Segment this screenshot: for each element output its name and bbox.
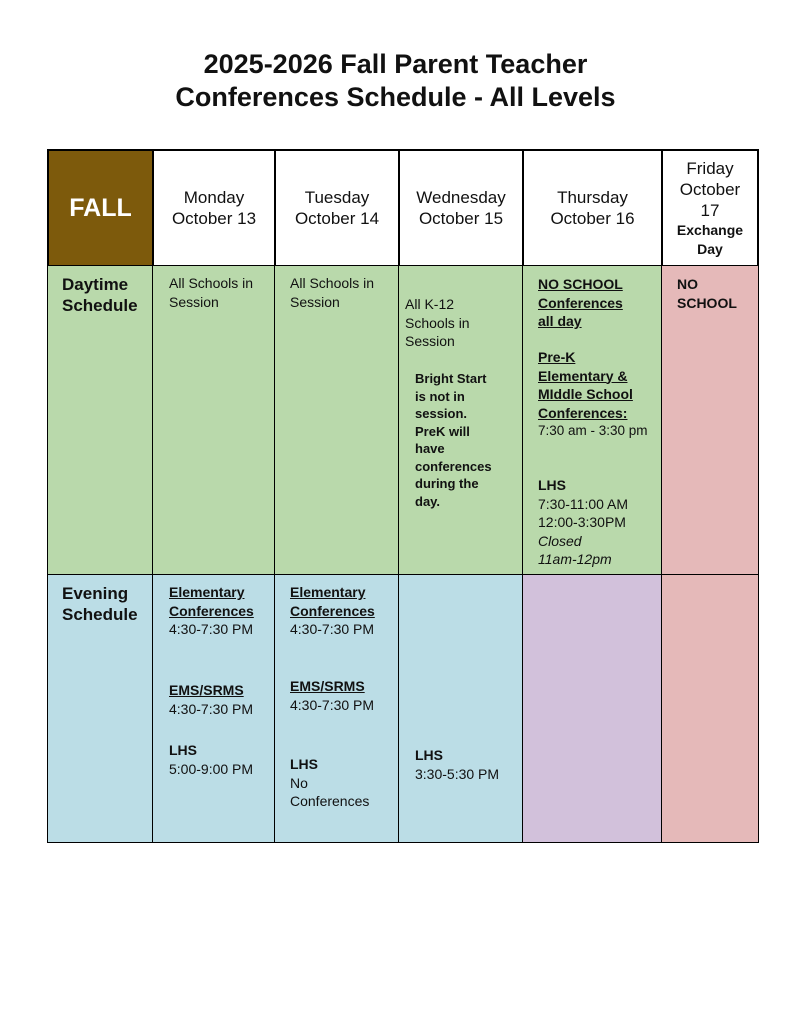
note-line: conferences	[415, 458, 492, 474]
heading-line: EMS/SRMS	[290, 678, 365, 694]
day-date: October 15	[418, 209, 504, 228]
time-text: 4:30-7:30 PM	[290, 696, 375, 713]
daytime-tuesday: All Schools in Session	[274, 265, 400, 576]
day-date-number: 17	[700, 200, 720, 220]
closed-text: Closed	[538, 532, 582, 549]
day-note: Day	[697, 240, 723, 257]
day-date: October 16	[550, 209, 635, 228]
day-name: Monday	[183, 188, 245, 207]
time-text: 7:30-11:00 AM	[538, 495, 629, 512]
prek-block: Pre-K Elementary & MIddle School Confere…	[538, 348, 648, 441]
season-label: FALL	[69, 193, 132, 222]
note-line: during the	[415, 476, 479, 491]
daytime-monday: All Schools in Session	[152, 265, 276, 576]
evening-wednesday: LHS 3:30-5:30 PM	[398, 574, 524, 843]
row-label-line: Daytime	[62, 275, 129, 294]
heading-line: Conferences	[169, 602, 254, 619]
lhs-label: LHS	[290, 756, 318, 772]
note-line: Bright Start	[415, 371, 487, 386]
heading-line: EMS/SRMS	[169, 682, 244, 698]
title-line-2: Conferences Schedule - All Levels	[175, 82, 616, 112]
closed-text: 11am-12pm	[538, 551, 612, 567]
day-name: Friday	[686, 158, 734, 178]
cell-text: Session	[169, 293, 219, 310]
day-date: October 13	[171, 209, 257, 228]
title-line-1: 2025-2026 Fall Parent Teacher	[203, 49, 588, 79]
header-friday: Friday October 17 Exchange Day	[661, 149, 759, 267]
note-line: PreK will	[415, 423, 470, 439]
note-line: is not in	[415, 388, 465, 404]
time-text: 4:30-7:30 PM	[290, 621, 375, 637]
cell-text: All Schools in	[290, 275, 375, 291]
schedule-table: FALL Monday October 13 Tuesday October 1…	[47, 149, 759, 843]
lhs-label: LHS	[415, 747, 443, 763]
day-name: Wednesday	[416, 188, 506, 207]
header-wednesday: Wednesday October 15	[398, 149, 524, 267]
cell-text: Session	[405, 333, 455, 349]
heading-line: Elementary	[169, 584, 245, 600]
daytime-wednesday: All K-12 Schools in Session Bright Start…	[398, 265, 524, 576]
cell-text: No	[290, 774, 308, 791]
page-title: 2025-2026 Fall Parent Teacher Conference…	[0, 48, 791, 114]
lhs-block: LHS 7:30-11:00 AM 12:00-3:30PM Closed 11…	[538, 476, 628, 569]
day-name: Tuesday	[304, 188, 370, 207]
day-note: Exchange	[676, 221, 744, 238]
lhs-label: LHS	[538, 477, 566, 493]
row-label-daytime: Daytime Schedule	[47, 265, 154, 576]
cell-text: All Schools in	[169, 275, 254, 291]
bright-start-note: Bright Start is not in session. PreK wil…	[415, 370, 492, 510]
cell-text: Schools in	[405, 314, 470, 331]
daytime-friday: NO SCHOOL	[661, 265, 759, 576]
header-tuesday: Tuesday October 14	[274, 149, 400, 267]
evening-friday	[661, 574, 759, 843]
cell-text: Session	[290, 293, 340, 310]
heading-line: Pre-K	[538, 349, 576, 365]
note-line: day.	[415, 493, 441, 509]
no-school-heading: NO SCHOOL Conferences all day	[538, 275, 623, 331]
time-text: 4:30-7:30 PM	[169, 700, 254, 717]
heading-line: MIddle School	[538, 386, 633, 402]
heading-line: Conferences:	[538, 404, 628, 421]
heading-line: Elementary &	[538, 367, 628, 384]
daytime-thursday: NO SCHOOL Conferences all day Pre-K Elem…	[522, 265, 663, 576]
evening-monday: Elementary Conferences 4:30-7:30 PM EMS/…	[152, 574, 276, 843]
note-line: have	[415, 441, 445, 456]
cell-text: All K-12	[405, 296, 455, 312]
row-label-line: Evening	[62, 584, 129, 603]
heading-line: all day	[538, 313, 582, 329]
time-text: 7:30 am - 3:30 pm	[538, 423, 648, 438]
row-label-line: Schedule	[62, 605, 138, 624]
heading-line: Conferences	[538, 294, 623, 311]
evening-thursday	[522, 574, 663, 843]
lhs-label: LHS	[169, 742, 197, 758]
cell-text: SCHOOL	[677, 294, 737, 311]
note-line: session.	[415, 406, 468, 421]
time-text: 3:30-5:30 PM	[415, 765, 500, 782]
day-date-month: October	[679, 179, 741, 199]
time-text: 12:00-3:30PM	[538, 514, 626, 530]
cell-text: NO	[677, 276, 698, 292]
header-thursday: Thursday October 16	[522, 149, 663, 267]
day-name: Thursday	[557, 188, 628, 207]
row-label-line: Schedule	[62, 296, 138, 315]
time-text: 5:00-9:00 PM	[169, 760, 254, 777]
heading-line: NO SCHOOL	[538, 276, 623, 292]
heading-line: Elementary	[290, 584, 366, 600]
time-text: 4:30-7:30 PM	[169, 621, 254, 637]
season-header: FALL	[47, 149, 154, 267]
header-monday: Monday October 13	[152, 149, 276, 267]
day-date: October 14	[294, 209, 380, 228]
cell-text: Conferences	[290, 793, 370, 809]
heading-line: Conferences	[290, 602, 375, 619]
evening-tuesday: Elementary Conferences 4:30-7:30 PM EMS/…	[274, 574, 400, 843]
row-label-evening: Evening Schedule	[47, 574, 154, 843]
